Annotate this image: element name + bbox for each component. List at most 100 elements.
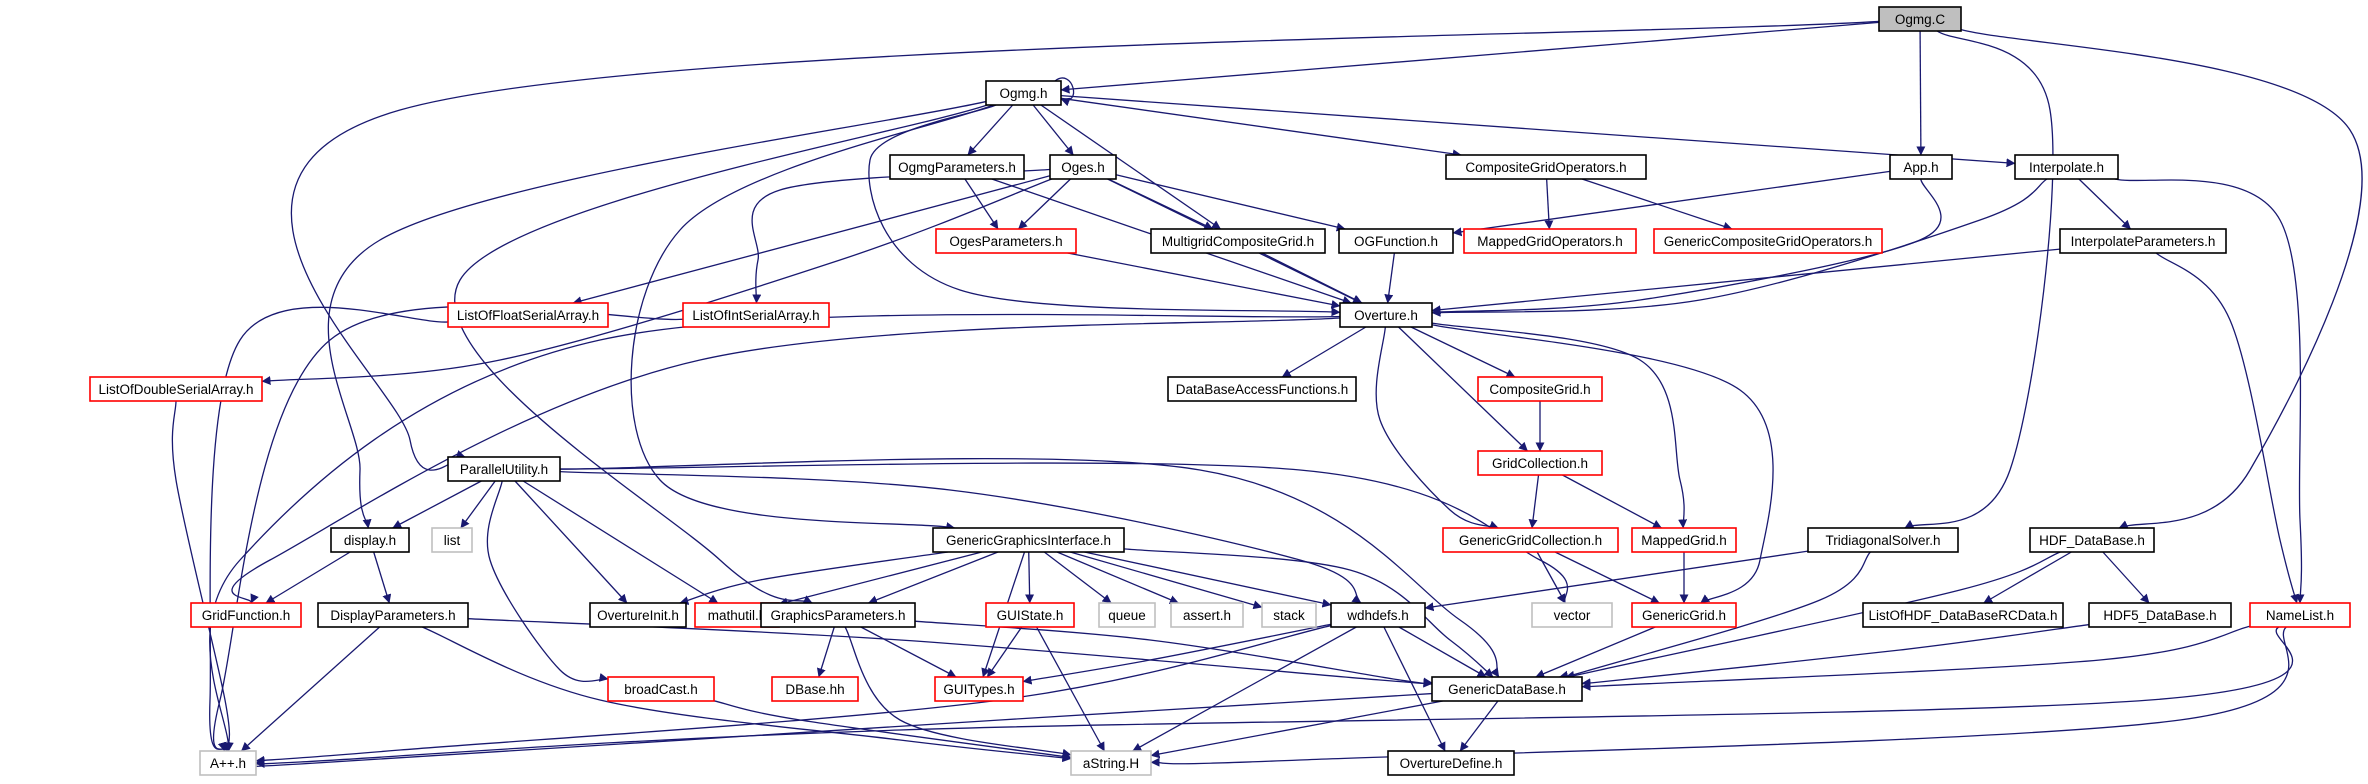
node-label: OvertureInit.h — [597, 608, 679, 623]
edge-ogmg_c-to-tridiagonalsolver_h — [1904, 30, 2054, 529]
node-box — [447, 302, 609, 328]
node-compositegridoperators-h[interactable]: CompositeGridOperators.h — [1445, 154, 1647, 180]
node-genericgridcollection-h[interactable]: GenericGridCollection.h — [1442, 527, 1619, 553]
edge-tridiagonalsolver_h-to-wdhdefs_h — [1424, 550, 1809, 612]
node-label: DisplayParameters.h — [330, 608, 455, 623]
edge-compositegridoperators_h-to-mappedgridoperators_h — [1544, 178, 1554, 230]
node-overture-h[interactable]: Overture.h — [1339, 302, 1433, 328]
edge-parallelutility_h-to-broadcast_h — [486, 480, 609, 683]
edge-overture_h-to-gridfunction_h — [231, 317, 1341, 604]
node-box — [1261, 602, 1317, 628]
node-label: list — [444, 533, 461, 548]
node-list[interactable]: list — [431, 527, 473, 553]
node-astring-h[interactable]: aString.H — [1070, 750, 1152, 776]
node-ogfunction-h[interactable]: OGFunction.h — [1338, 228, 1454, 254]
node-tridiagonalsolver-h[interactable]: TridiagonalSolver.h — [1807, 527, 1959, 553]
node-display-h[interactable]: display.h — [330, 527, 410, 553]
edge-listofdoubleserialarray_h-to-a_pp_h — [171, 400, 232, 752]
edge-displayparameters_h-to-a_pp_h — [240, 626, 381, 752]
node-guitypes-h[interactable]: GUITypes.h — [934, 676, 1024, 702]
node-app-h[interactable]: App.h — [1889, 154, 1953, 180]
node-a-pp-h[interactable]: A++.h — [199, 750, 257, 776]
node-broadcast-h[interactable]: broadCast.h — [607, 676, 715, 702]
node-box — [935, 228, 1077, 254]
edge-app_h-to-ogfunction_h — [1452, 170, 1891, 237]
node-hdf-database-h[interactable]: HDF_DataBase.h — [2029, 527, 2155, 553]
edge-genericgraphicsinterface_h-to-overtureinit_h — [679, 551, 949, 605]
node-genericdatabase-h[interactable]: GenericDataBase.h — [1431, 676, 1583, 702]
node-genericgraphicsinterface-h[interactable]: GenericGraphicsInterface.h — [932, 527, 1125, 553]
edge-interpolateparameters_h-to-overture_h — [1431, 248, 2061, 315]
node-hdf5-database-h[interactable]: HDF5_DataBase.h — [2088, 602, 2232, 628]
edge-graphicsparameters_h-to-guitypes_h — [860, 626, 957, 678]
edge-listoffloatserialarray_h-to-a_pp_h — [209, 306, 449, 752]
node-listoffloatserialarray-h[interactable]: ListOfFloatSerialArray.h — [447, 302, 609, 328]
node-ogesparameters-h[interactable]: OgesParameters.h — [935, 228, 1077, 254]
edge-ogmg_h-to-compositegridoperators_h — [1060, 97, 1462, 159]
node-box — [607, 676, 715, 702]
node-box — [190, 602, 302, 628]
node-label: GenericGridCollection.h — [1459, 533, 1602, 548]
edge-hdf_database_h-to-listofhdf_databasercdata_h — [1983, 551, 2072, 604]
node-listofdoubleserialarray-h[interactable]: ListOfDoubleSerialArray.h — [89, 376, 263, 402]
edge-wdhdefs_h-to-guitypes_h — [1022, 623, 1332, 685]
node-box — [1150, 228, 1326, 254]
node-listofintserialarray-h[interactable]: ListOfIntSerialArray.h — [682, 302, 830, 328]
node-compositegrid-h[interactable]: CompositeGrid.h — [1477, 376, 1603, 402]
node-mappedgrid-h[interactable]: MappedGrid.h — [1631, 527, 1737, 553]
node-dbase-hh[interactable]: DBase.hh — [771, 676, 859, 702]
edge-wdhdefs_h-to-overturedefine_h — [1383, 626, 1446, 752]
node-overtureinit-h[interactable]: OvertureInit.h — [589, 602, 687, 628]
node-box — [1339, 302, 1433, 328]
node-multigridcompositegrid-h[interactable]: MultigridCompositeGrid.h — [1150, 228, 1326, 254]
node-box — [89, 376, 263, 402]
node-box — [2029, 527, 2155, 553]
node-label: OGFunction.h — [1354, 234, 1438, 249]
node-vector[interactable]: vector — [1531, 602, 1613, 628]
edge-genericgrid_h-to-genericdatabase_h — [1535, 626, 1656, 678]
node-ogmg-h[interactable]: Ogmg.h — [985, 80, 1062, 106]
node-label: CompositeGridOperators.h — [1465, 160, 1626, 175]
node-stack[interactable]: stack — [1261, 602, 1317, 628]
edge-hdf_database_h-to-hdf5_database_h — [2102, 551, 2150, 604]
node-box — [1862, 602, 2064, 628]
edge-graphicsparameters_h-to-astring_h — [844, 626, 1072, 758]
node-interpolateparameters-h[interactable]: InterpolateParameters.h — [2059, 228, 2227, 254]
node-gridcollection-h[interactable]: GridCollection.h — [1477, 450, 1603, 476]
edge-genericgraphicsinterface_h-to-mathutil_h — [778, 551, 983, 607]
node-ogmgparameters-h[interactable]: OgmgParameters.h — [889, 154, 1025, 180]
node-box — [589, 602, 687, 628]
node-interpolate-h[interactable]: Interpolate.h — [2014, 154, 2119, 180]
node-databaseaccessfunctions-h[interactable]: DataBaseAccessFunctions.h — [1167, 376, 1357, 402]
node-oges-h[interactable]: Oges.h — [1049, 154, 1117, 180]
node-guistate-h[interactable]: GUIState.h — [985, 602, 1075, 628]
node-displayparameters-h[interactable]: DisplayParameters.h — [317, 602, 469, 628]
edge-parallelutility_h-to-wdhdefs_h — [559, 470, 1362, 604]
node-genericcompositegridoperators-h[interactable]: GenericCompositeGridOperators.h — [1653, 228, 1883, 254]
node-genericgrid-h[interactable]: GenericGrid.h — [1631, 602, 1737, 628]
node-box — [2088, 602, 2232, 628]
node-parallelutility-h[interactable]: ParallelUtility.h — [447, 456, 561, 482]
edge-genericgraphicsinterface_h-to-guistate_h — [1025, 551, 1035, 604]
node-wdhdefs-h[interactable]: wdhdefs.h — [1330, 602, 1426, 628]
node-label: GUIState.h — [997, 608, 1064, 623]
node-assert-h[interactable]: assert.h — [1170, 602, 1244, 628]
node-box — [1878, 6, 1962, 32]
node-graphicsparameters-h[interactable]: GraphicsParameters.h — [760, 602, 916, 628]
edge-namelist_h-to-astring_h — [1150, 626, 2290, 767]
node-box — [1631, 527, 1737, 553]
node-gridfunction-h[interactable]: GridFunction.h — [190, 602, 302, 628]
node-namelist-h[interactable]: NameList.h — [2249, 602, 2351, 628]
node-box — [1442, 527, 1619, 553]
node-label: NameList.h — [2266, 608, 2334, 623]
node-box — [330, 527, 410, 553]
edge-parallelutility_h-to-overtureinit_h — [514, 480, 628, 604]
node-overturedefine-h[interactable]: OvertureDefine.h — [1387, 750, 1515, 776]
node-mappedgridoperators-h[interactable]: MappedGridOperators.h — [1463, 228, 1637, 254]
edge-oges_h-to-ogfunction_h — [1115, 174, 1346, 232]
node-queue[interactable]: queue — [1098, 602, 1156, 628]
node-listofhdf-databasercdata-h[interactable]: ListOfHDF_DataBaseRCData.h — [1862, 602, 2064, 628]
node-label: ListOfHDF_DataBaseRCData.h — [1868, 608, 2057, 623]
edge-graphicsparameters_h-to-dbase_hh — [816, 626, 835, 678]
